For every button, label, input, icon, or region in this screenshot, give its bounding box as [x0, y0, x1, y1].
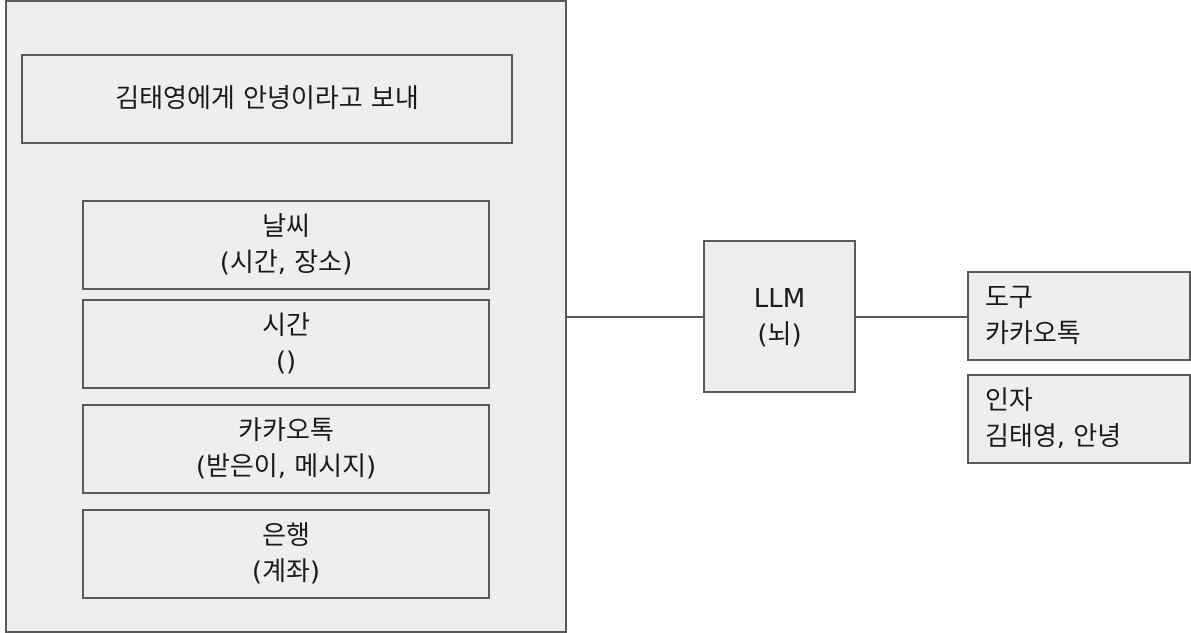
- tool-name: 은행: [262, 521, 310, 551]
- tool-box-time: 시간 (): [82, 299, 490, 389]
- tool-args: (계좌): [251, 557, 321, 587]
- tool-box-kakaotalk: 카카오톡 (받은이, 메시지): [82, 404, 490, 494]
- user-prompt-box: 김태영에게 안녕이라고 보내: [21, 54, 513, 144]
- arguments-box: 인자 김태영, 안녕: [967, 374, 1191, 464]
- tool-call-label: 도구: [985, 283, 1033, 313]
- tool-call-box: 도구 카카오톡: [967, 271, 1191, 361]
- tool-args: (받은이, 메시지): [195, 452, 377, 482]
- tool-name: 카카오톡: [238, 416, 334, 446]
- tool-name: 시간: [262, 311, 310, 341]
- tool-call-value: 카카오톡: [985, 319, 1081, 349]
- tool-box-weather: 날씨 (시간, 장소): [82, 200, 490, 290]
- tool-args: (시간, 장소): [219, 248, 353, 278]
- connector-context-llm: [567, 316, 704, 318]
- llm-sub: (뇌): [757, 319, 802, 350]
- llm-box: LLM (뇌): [703, 240, 856, 393]
- user-prompt-text: 김태영에게 안녕이라고 보내: [115, 84, 419, 114]
- tool-name: 날씨: [262, 212, 310, 242]
- connector-llm-output: [856, 316, 968, 318]
- llm-name: LLM: [753, 283, 806, 314]
- arguments-value: 김태영, 안녕: [985, 422, 1122, 452]
- tool-args: (): [275, 347, 297, 377]
- arguments-label: 인자: [985, 386, 1033, 416]
- tool-box-bank: 은행 (계좌): [82, 509, 490, 599]
